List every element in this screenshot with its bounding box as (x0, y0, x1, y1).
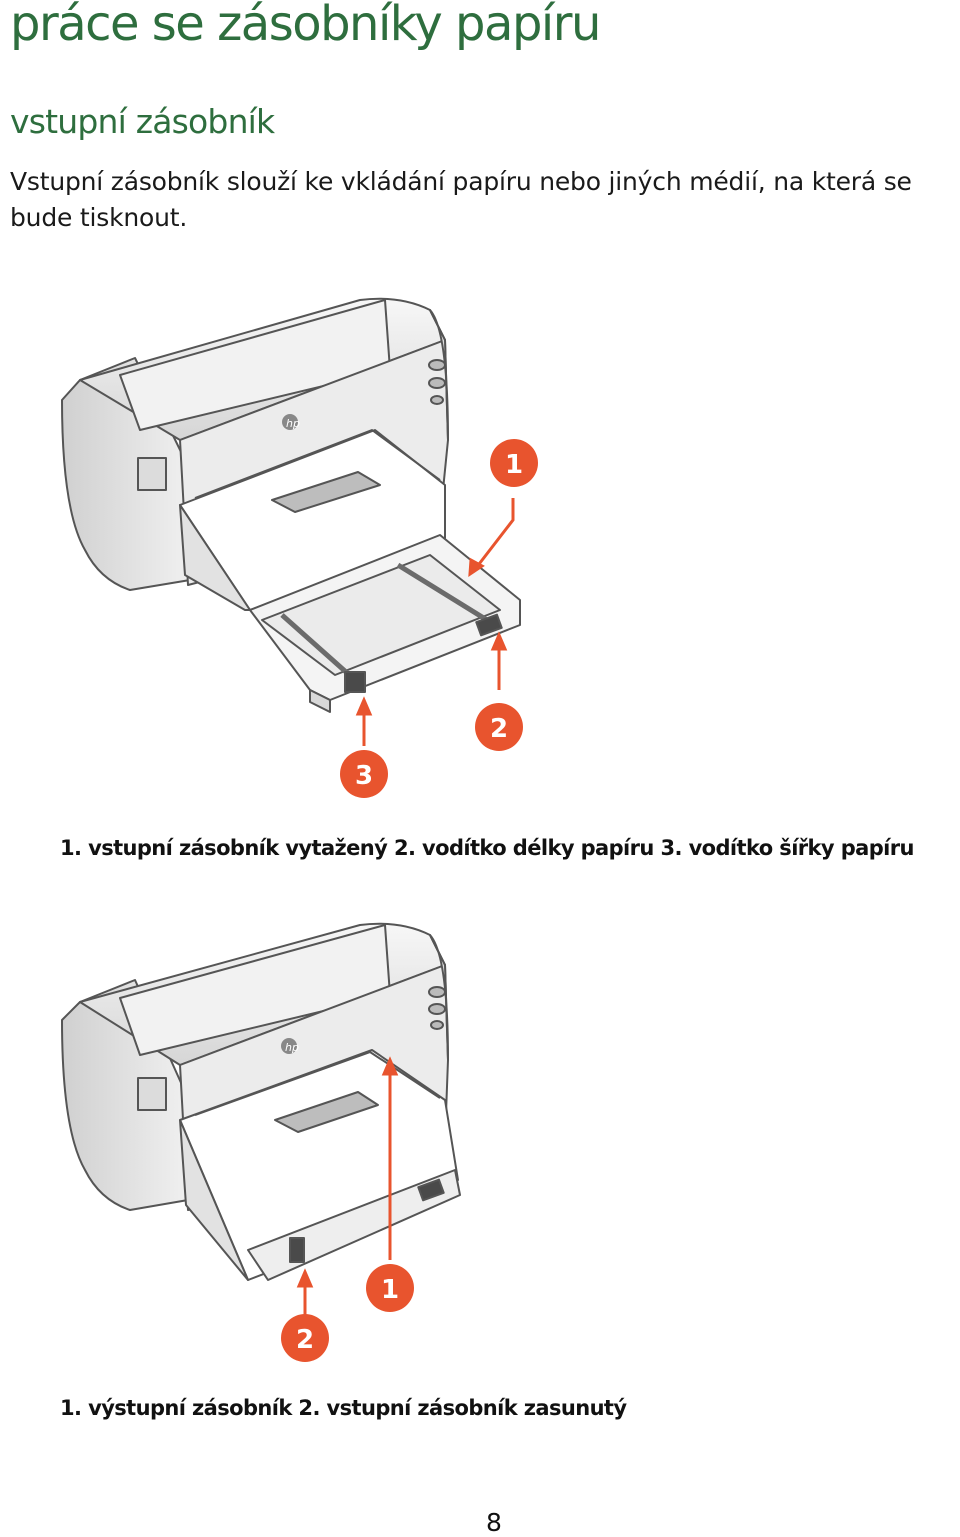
callout-3: 3 (340, 750, 388, 798)
hp-logo-icon: hp (282, 414, 300, 430)
callout-2-label: 2 (296, 1325, 314, 1355)
page-title: práce se zásobníky papíru (10, 0, 601, 52)
figure1-caption: 1. vstupní zásobník vytažený 2. vodítko … (60, 836, 914, 860)
callout-arrows (355, 498, 515, 746)
figure2-caption: 1. výstupní zásobník 2. vstupní zásobník… (60, 1396, 627, 1420)
callout-2-label: 2 (490, 714, 508, 744)
page-number: 8 (486, 1508, 502, 1537)
printer-illustration-closed-tray: hp 1 2 (61, 922, 461, 1362)
hp-logo-icon: hp (281, 1038, 299, 1054)
callout-1-label: 1 (381, 1275, 399, 1305)
printer-body (61, 297, 521, 713)
callout-1: 1 (366, 1264, 414, 1312)
printer-body (61, 922, 461, 1281)
callout-arrows (296, 1056, 399, 1315)
section-heading: vstupní zásobník (10, 102, 275, 141)
intro-paragraph: Vstupní zásobník slouží ke vkládání papí… (10, 167, 912, 232)
callout-3-label: 3 (355, 761, 373, 791)
callout-2: 2 (475, 703, 523, 751)
svg-text:hp: hp (285, 1041, 299, 1054)
printer-illustration-extended-tray: hp 1 2 3 (61, 297, 538, 798)
callout-1-label: 1 (505, 450, 523, 480)
callout-2: 2 (281, 1314, 329, 1362)
callout-1: 1 (490, 439, 538, 487)
svg-text:hp: hp (286, 417, 300, 430)
